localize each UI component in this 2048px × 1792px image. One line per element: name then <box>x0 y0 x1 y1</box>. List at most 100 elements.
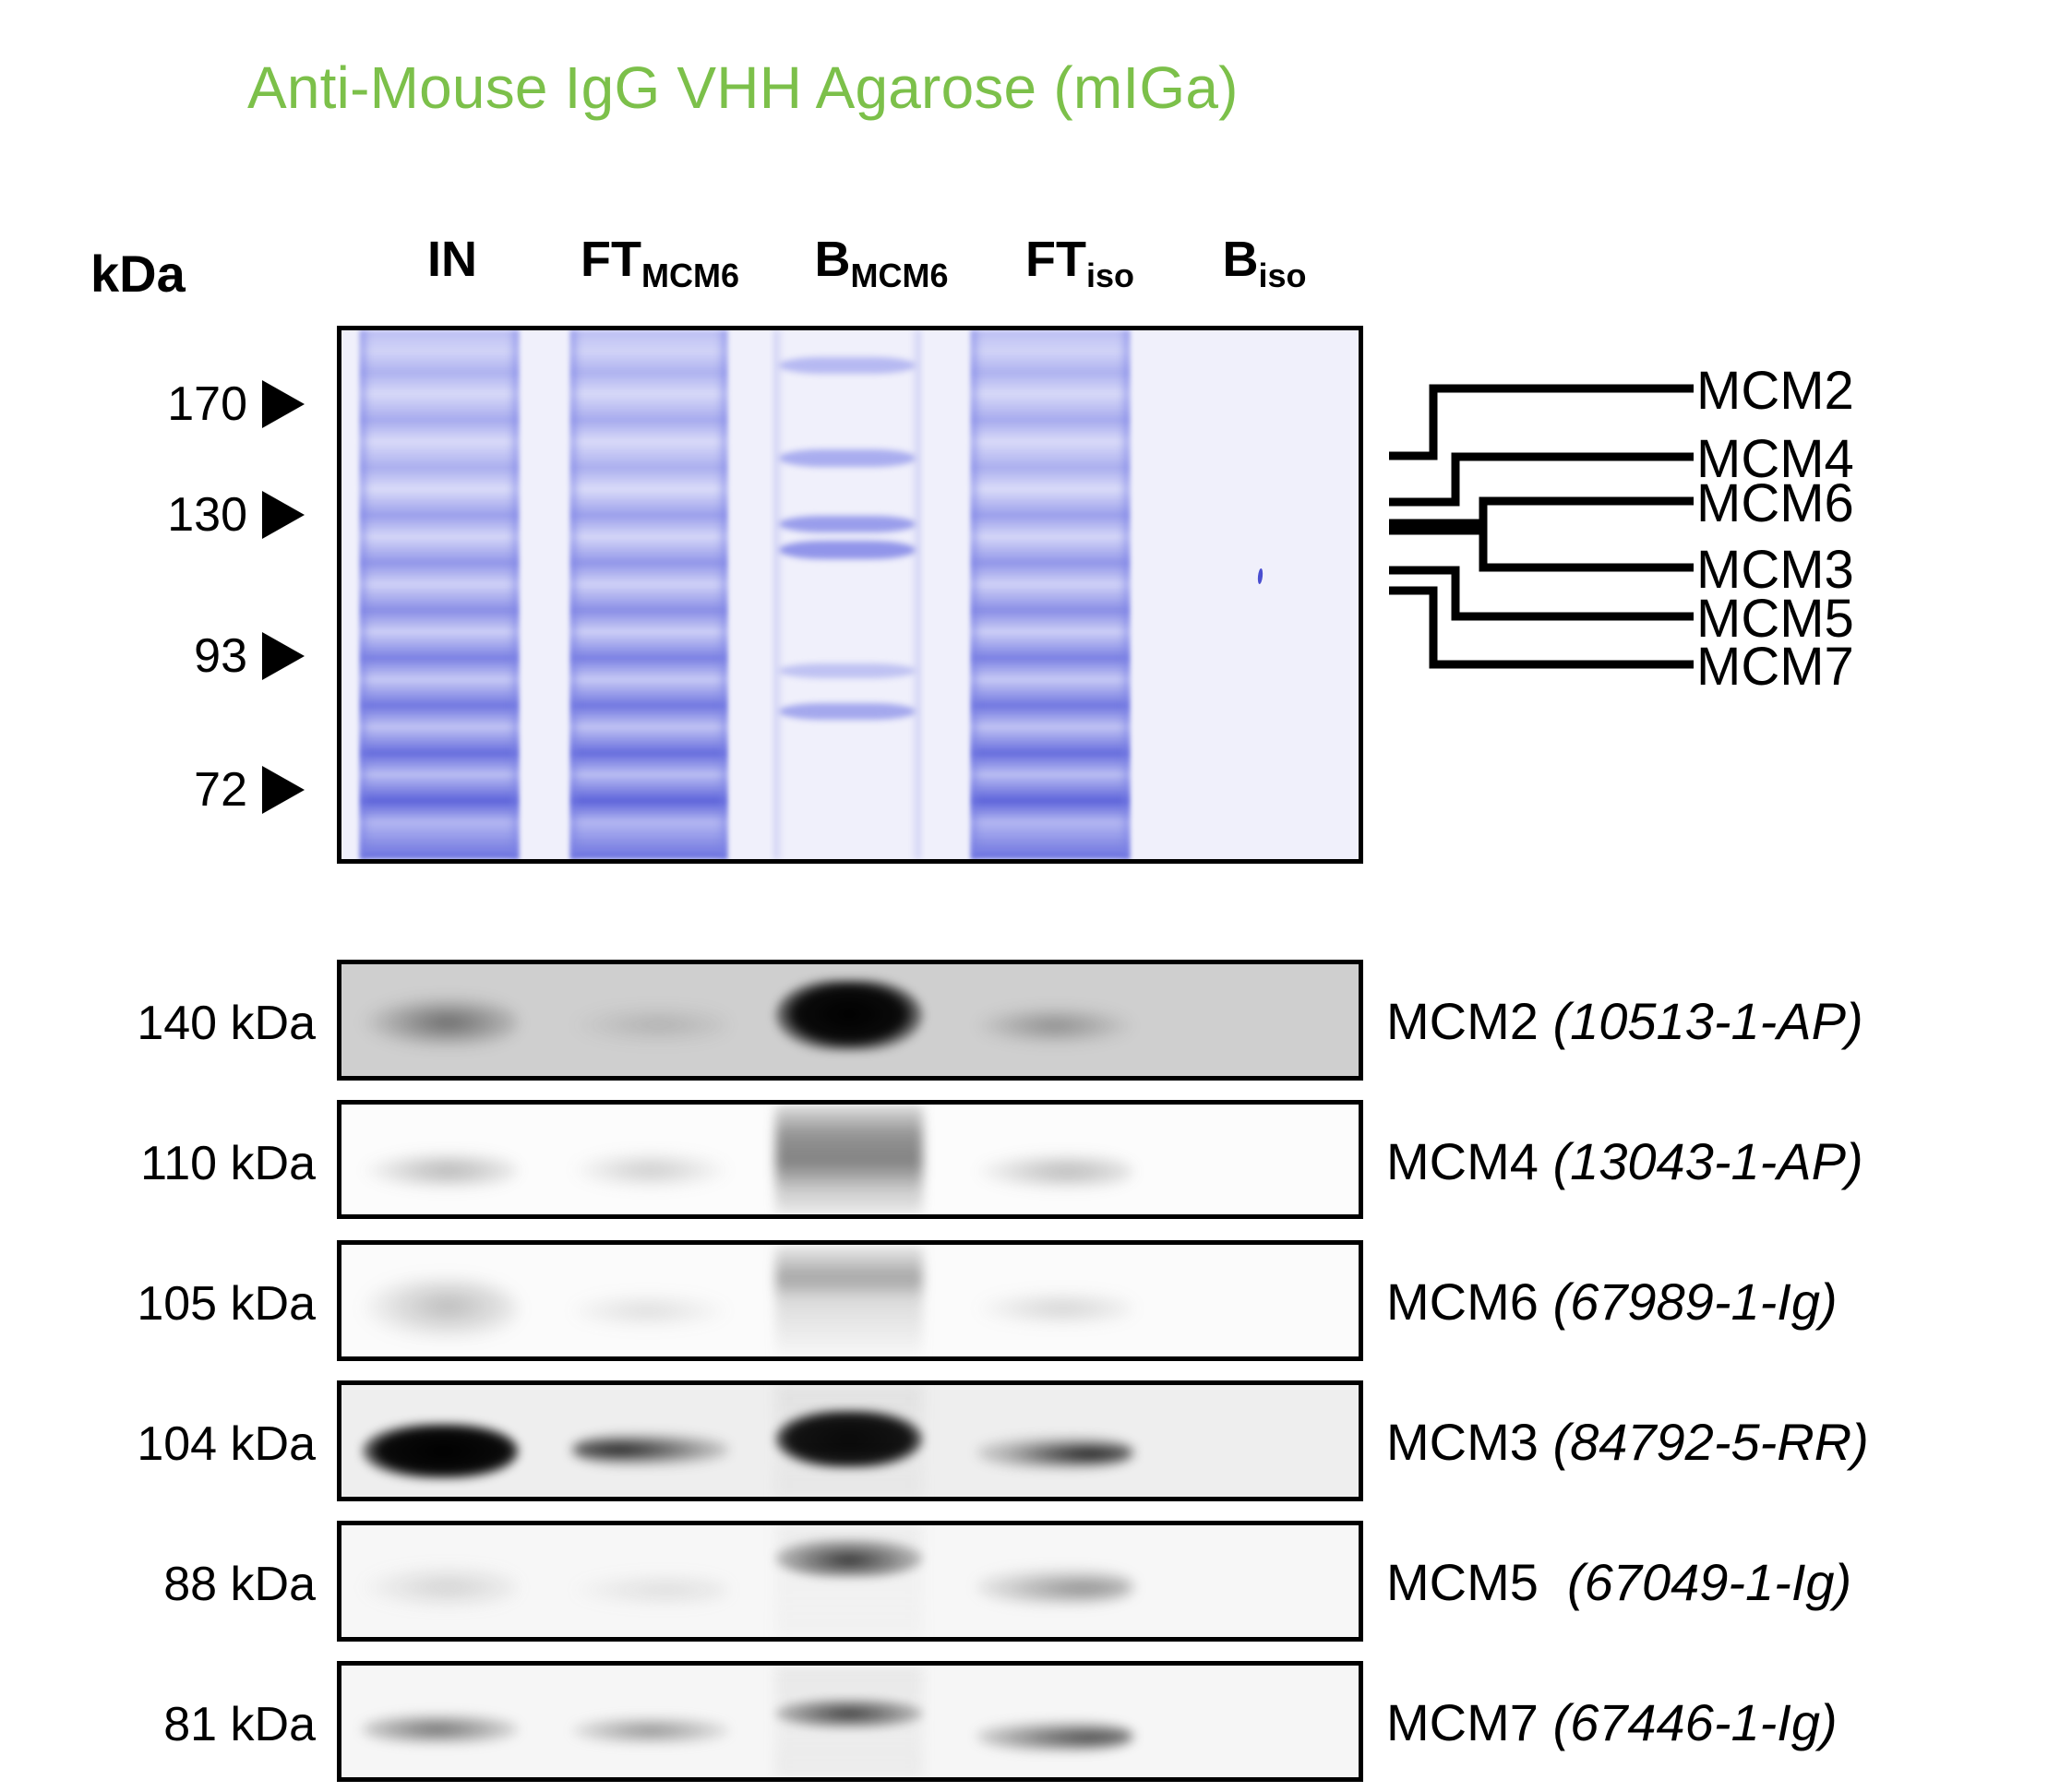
lane-label-ft-mcm6: FTMCM6 <box>581 232 739 294</box>
gel-band-mcm4 <box>779 448 916 468</box>
wb-band <box>572 1153 729 1189</box>
coomassie-protein-label-mcm6: MCM6 <box>1696 473 1854 533</box>
coomassie-protein-label-mcm5: MCM5 <box>1696 589 1854 649</box>
mw-marker-72: 72 <box>92 763 305 817</box>
wb-antibody-label-mcm7: MCM7 (67446-1-Ig) <box>1386 1693 1838 1751</box>
wb-lane-in <box>362 1385 519 1497</box>
wb-lane-ft-iso <box>976 1525 1133 1637</box>
wb-band <box>775 979 923 1052</box>
gel-lane-b-mcm6 <box>773 330 921 859</box>
wb-lane-ft-mcm6 <box>572 1385 729 1497</box>
wb-antibody-label-mcm2: MCM2 (10513-1-AP) <box>1386 992 1863 1050</box>
leader-line-mcm6 <box>1389 496 1694 528</box>
gel-band-mcm7 <box>779 702 916 721</box>
wb-lane-b-mcm6 <box>775 1666 923 1777</box>
wb-lane-ft-iso <box>976 964 1133 1076</box>
wb-panel-mcm5 <box>337 1521 1363 1642</box>
wb-lane-b-mcm6 <box>775 1525 923 1637</box>
gel-band-mcm3 <box>779 541 916 559</box>
leader-line-mcm4 <box>1389 452 1694 507</box>
triangle-pointer-icon <box>262 766 305 814</box>
wb-band <box>775 1538 923 1577</box>
wb-band <box>362 1423 519 1479</box>
wb-band <box>572 1434 729 1466</box>
wb-band <box>976 1006 1133 1045</box>
wb-lane-ft-mcm6 <box>572 1666 729 1777</box>
wb-mw-label-mcm6: 105 kDa <box>137 1277 316 1331</box>
wb-band <box>976 1153 1133 1190</box>
wb-band <box>362 1714 519 1744</box>
wb-lane-streak <box>775 1105 923 1214</box>
wb-lane-ft-iso <box>976 1666 1133 1777</box>
wb-mw-label-mcm2: 140 kDa <box>137 997 316 1050</box>
lane-label-ft-iso: FTiso <box>1025 232 1134 294</box>
wb-antibody-label-mcm5: MCM5 (67049-1-Ig) <box>1386 1553 1852 1611</box>
coomassie-protein-label-mcm2: MCM2 <box>1696 361 1854 421</box>
gel-lane-ft-iso <box>971 330 1130 859</box>
gel-lane-edge <box>570 330 581 859</box>
wb-lane-streak <box>775 1525 923 1637</box>
wb-lane-streak <box>775 1666 923 1777</box>
mw-marker-130-label: 130 <box>167 488 247 542</box>
wb-lane-ft-mcm6 <box>572 1525 729 1637</box>
gel-band-mcm2 <box>779 356 916 374</box>
wb-band <box>976 1570 1133 1604</box>
wb-antibody-label-mcm3: MCM3 (84792-5-RR) <box>1386 1413 1869 1471</box>
wb-lane-in <box>362 1666 519 1777</box>
triangle-pointer-icon <box>262 380 305 428</box>
triangle-pointer-icon <box>262 632 305 680</box>
wb-lane-b-iso <box>1177 1245 1338 1356</box>
mw-marker-170-label: 170 <box>167 377 247 431</box>
wb-band <box>976 1436 1133 1468</box>
wb-lane-b-iso <box>1177 1666 1338 1777</box>
mw-marker-93-label: 93 <box>194 629 247 683</box>
coomassie-protein-label-mcm3: MCM3 <box>1696 540 1854 600</box>
wb-mw-label-mcm5: 88 kDa <box>163 1558 316 1611</box>
wb-panel-mcm7 <box>337 1661 1363 1782</box>
wb-band <box>362 995 519 1049</box>
wb-lane-b-iso <box>1177 1525 1338 1637</box>
mw-marker-72-label: 72 <box>194 763 247 817</box>
wb-lane-b-mcm6 <box>775 1105 923 1214</box>
wb-lane-ft-mcm6 <box>572 1105 729 1214</box>
leader-line-group <box>1389 384 1694 669</box>
wb-band <box>976 1291 1133 1326</box>
wb-band <box>362 1565 519 1608</box>
wb-lane-streak <box>775 1245 923 1356</box>
wb-band <box>976 1721 1133 1750</box>
wb-lane-ft-iso <box>976 1385 1133 1497</box>
gel-lane-edge <box>716 330 727 859</box>
gel-smear <box>360 330 519 859</box>
wb-mw-label-mcm4: 110 kDa <box>140 1137 316 1190</box>
wb-lane-streak <box>775 1385 923 1497</box>
wb-band <box>572 1574 729 1607</box>
gel-smear <box>971 330 1130 859</box>
wb-band <box>572 1294 729 1328</box>
wb-lane-b-mcm6 <box>775 1385 923 1497</box>
wb-lane-ft-mcm6 <box>572 1245 729 1356</box>
wb-lane-ft-mcm6 <box>572 964 729 1076</box>
gel-speck <box>1257 567 1264 585</box>
gel-band-mcm5 <box>779 663 916 679</box>
wb-band <box>572 1006 729 1043</box>
coomassie-kda-header: kDa <box>90 245 186 303</box>
triangle-pointer-icon <box>262 491 305 539</box>
gel-lane-edge <box>971 330 982 859</box>
wb-antibody-label-mcm4: MCM4 (13043-1-AP) <box>1386 1132 1863 1190</box>
coomassie-gel-image <box>337 326 1363 864</box>
wb-lane-in <box>362 964 519 1076</box>
wb-panel-mcm4 <box>337 1100 1363 1219</box>
wb-band <box>362 1278 519 1342</box>
wb-panel-mcm6 <box>337 1240 1363 1361</box>
wb-lane-b-mcm6 <box>775 1245 923 1356</box>
leader-line-mcm7 <box>1389 586 1694 669</box>
wb-panel-mcm2 <box>337 960 1363 1081</box>
gel-lane-edge <box>1119 330 1130 859</box>
wb-lane-b-mcm6 <box>775 964 923 1076</box>
wb-lane-b-iso <box>1177 964 1338 1076</box>
wb-band <box>775 1409 923 1468</box>
wb-lane-in <box>362 1525 519 1637</box>
gel-smear <box>570 330 727 859</box>
leader-line-mcm2 <box>1389 384 1694 460</box>
wb-mw-label-mcm7: 81 kDa <box>163 1698 316 1751</box>
